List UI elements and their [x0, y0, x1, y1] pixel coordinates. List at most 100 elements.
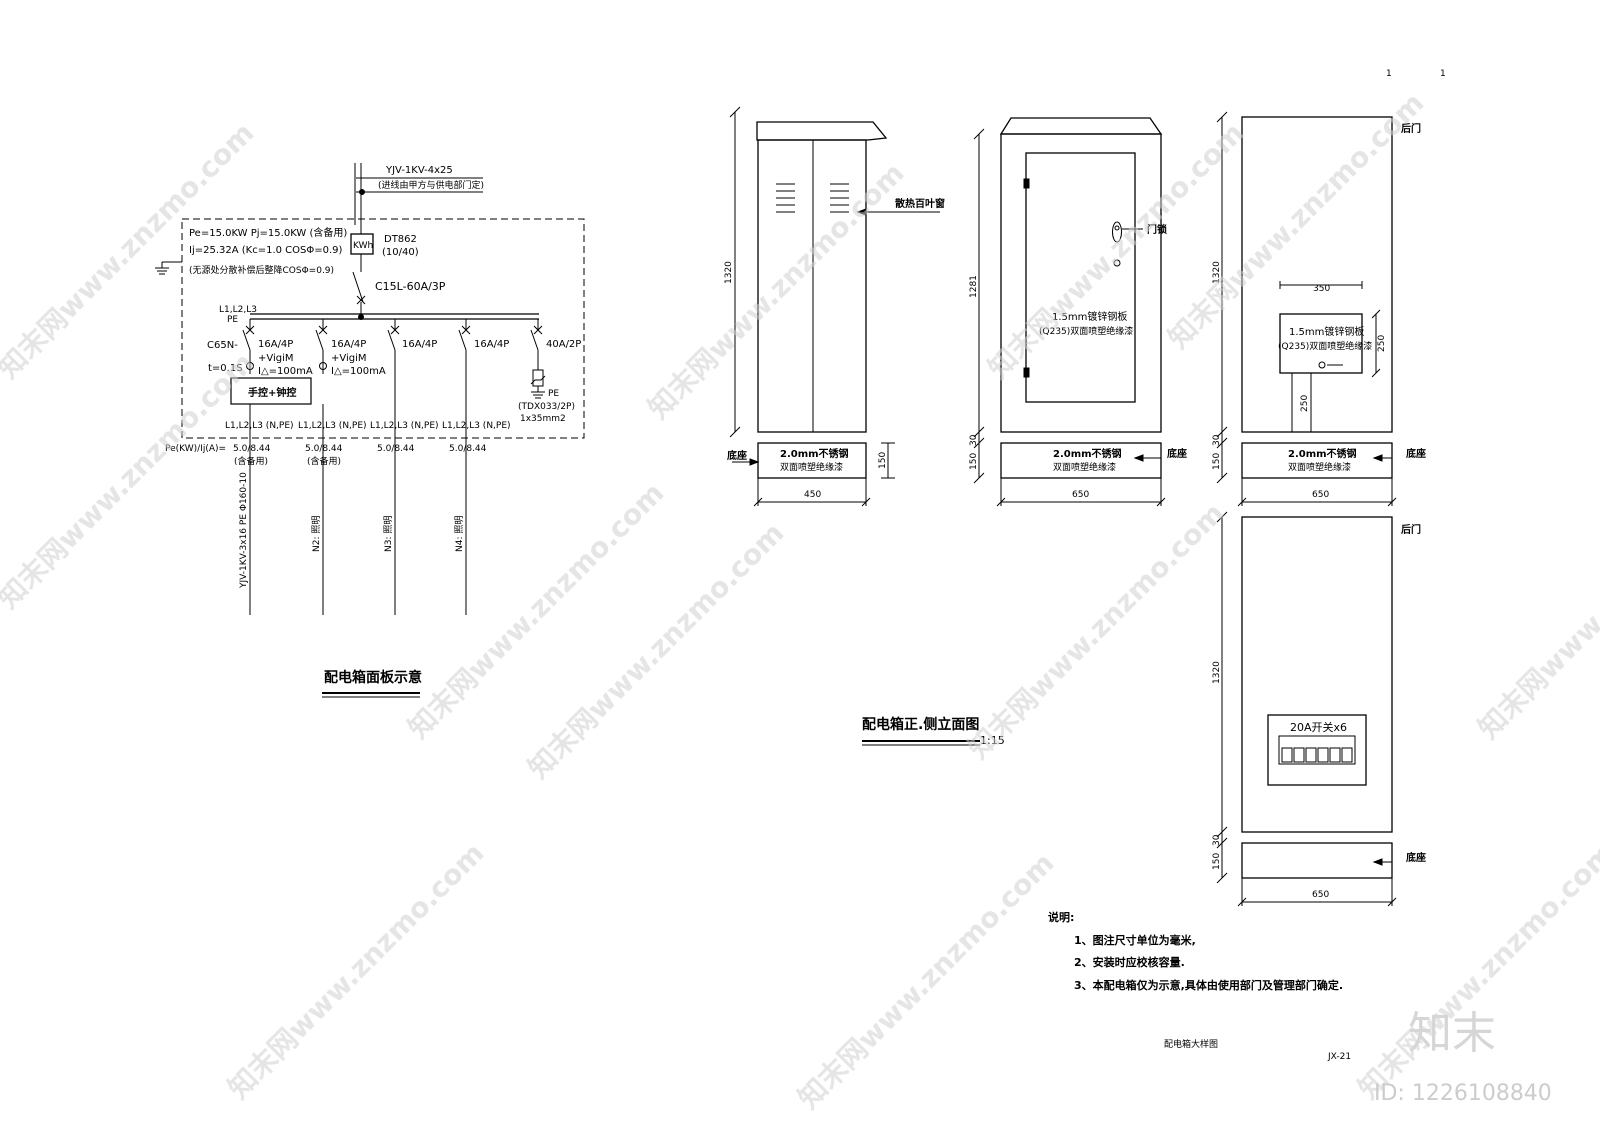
louver-label: 散热百叶窗	[895, 197, 945, 210]
panel-diagram-title: 配电箱面板示意	[324, 669, 422, 686]
door-text-2: (Q235)双面喷塑绝缘漆	[1039, 325, 1133, 337]
delay-label: t=0.1S	[208, 363, 243, 374]
plate-text-1: 1.5mm镀锌钢板	[1289, 325, 1364, 338]
meter-rating: (10/40)	[382, 247, 419, 258]
outgoing-cable-3: N3: 照明	[383, 516, 394, 552]
note-item-3: 3、本配电箱仅为示意,具体由使用部门及管理部门确定.	[1074, 978, 1343, 992]
note-item-2: 2、安装时应校核容量.	[1074, 955, 1185, 969]
front-gap-dim: 30	[969, 434, 979, 446]
branch-breaker-5: 40A/2P	[546, 339, 581, 350]
leakage-1: I△=100mA	[258, 366, 313, 377]
elevation-title-underline	[862, 740, 980, 746]
load-line-2: Ij=25.32A (Kc=1.0 COSΦ=0.9)	[189, 245, 343, 256]
front-height-dim: 1281	[969, 275, 979, 298]
back2-height-dim: 1320	[1212, 661, 1222, 684]
outgoing-cable-1: YJV-1KV-3x16 PE Φ160-10	[239, 472, 249, 589]
back-width-dim: 650	[1312, 490, 1329, 500]
bus-label-top: L1,L2,L3	[219, 305, 257, 315]
watermark-text-7: 知末网www.znzmo.com	[792, 846, 1061, 1115]
vigim-2: +VigiM	[331, 353, 367, 364]
front-base-height: 150	[969, 453, 979, 470]
back-rear-door: 后门	[1401, 122, 1421, 135]
side-height-dim: 1320	[724, 261, 734, 284]
front-base-label: 底座	[1167, 447, 1187, 460]
door-text-1: 1.5mm镀锌钢板	[1052, 310, 1127, 323]
side-base-text-1: 2.0mm不锈钢	[780, 447, 849, 460]
spd-model: (TDX033/2P)	[518, 402, 575, 412]
branch-breaker-2: 16A/4P	[331, 339, 366, 350]
back2-base-height: 150	[1212, 853, 1222, 870]
watermark-text-12: 知末网www.znzmo.com	[1352, 836, 1600, 1105]
watermark-text-9: 知末网www.znzmo.com	[982, 116, 1251, 385]
meter-model: DT862	[384, 234, 417, 245]
back-view	[1216, 111, 1397, 507]
watermark-text-4: 知末网www.znzmo.com	[222, 836, 491, 1105]
back2-width-dim: 650	[1312, 890, 1329, 900]
incoming-note: (进线由甲方与供电部门定)	[378, 179, 484, 191]
branch-phase-2: L1,L2,L3 (N,PE)	[298, 421, 367, 431]
side-base-height: 150	[878, 452, 888, 469]
back-view-2	[1216, 511, 1397, 907]
branch-breaker-1: 16A/4P	[258, 339, 293, 350]
drawing-name: 配电箱大样图	[1164, 1038, 1218, 1050]
branch-value-1: 5.0/8.44	[233, 444, 271, 454]
pe-ij-label: Pe(KW)/Ij(A)=	[165, 444, 226, 454]
back-base-text-1: 2.0mm不锈钢	[1288, 447, 1357, 460]
outgoing-cable-4: N4: 照明	[454, 516, 465, 552]
outgoing-cable-2: N2: 照明	[311, 516, 322, 552]
spd-cable: 1x35mm2	[520, 414, 566, 424]
watermark-layer: 知末网www.znzmo.com 知末网www.znzmo.com 知末网www…	[0, 86, 1600, 1115]
lock-label: 门锁	[1147, 223, 1167, 236]
panel-diagram	[155, 163, 585, 698]
side-width-dim: 450	[804, 490, 821, 500]
branch-note-1: (含备用)	[234, 455, 268, 467]
branch-phase-1: L1,L2,L3 (N,PE)	[225, 421, 294, 431]
meter-symbol: KWh	[353, 241, 373, 251]
side-view	[729, 106, 940, 507]
watermark-text-5: 知末网www.znzmo.com	[642, 156, 911, 425]
watermark-text-6: 知末网www.znzmo.com	[522, 516, 791, 785]
plate-height-dim: 250	[1377, 335, 1387, 352]
plate-text-2: (Q235)双面喷塑绝缘漆	[1278, 340, 1372, 352]
watermark-text-8: 知末网www.znzmo.com	[962, 496, 1231, 765]
branch-note-2: (含备用)	[307, 455, 341, 467]
back-height-dim: 1320	[1212, 261, 1222, 284]
back2-base-label: 底座	[1406, 851, 1426, 864]
front-base-text-2: 双面喷塑绝缘漆	[1053, 461, 1116, 473]
elevation-title: 配电箱正.侧立面图	[862, 716, 979, 733]
branch-value-2: 5.0/8.44	[305, 444, 343, 454]
watermark-brand: 知末	[1408, 1008, 1496, 1059]
drawing-number: JX-21	[1327, 1052, 1351, 1062]
front-width-dim: 650	[1072, 490, 1089, 500]
notes-heading: 说明:	[1048, 910, 1074, 924]
watermark-text-3: 知末网www.znzmo.com	[402, 476, 671, 745]
main-breaker: C15L-60A/3P	[375, 280, 446, 293]
note-item-1: 1、图注尺寸单位为毫米,	[1074, 933, 1196, 947]
c65n-label: C65N-	[207, 340, 238, 351]
switch-label: 20A开关x6	[1290, 720, 1347, 734]
branch-value-3: 5.0/8.44	[377, 444, 415, 454]
spd-pe: PE	[548, 389, 559, 399]
side-base-text-2: 双面喷塑绝缘漆	[780, 461, 843, 473]
back2-gap-dim: 30	[1212, 834, 1222, 846]
branch-phase-4: L1,L2,L3 (N,PE)	[442, 421, 511, 431]
page-number-left: 1	[1386, 69, 1392, 79]
front-base-text-1: 2.0mm不锈钢	[1053, 447, 1122, 460]
branch-breaker-3: 16A/4P	[402, 339, 437, 350]
back-base-height: 150	[1212, 453, 1222, 470]
page-number-right: 1	[1440, 69, 1446, 79]
branch-breaker-4: 16A/4P	[474, 339, 509, 350]
back-base-label: 底座	[1406, 447, 1426, 460]
front-view	[973, 117, 1166, 507]
watermark-text-11: 知末网www.znzmo.com	[1472, 476, 1600, 745]
post-height-dim: 250	[1300, 395, 1310, 412]
incoming-cable: YJV-1KV-4x25	[385, 165, 453, 176]
watermark-id: ID: 1226108840	[1374, 1081, 1552, 1106]
bus-label-pe: PE	[227, 315, 238, 325]
control-box-label: 手控+钟控	[248, 386, 296, 399]
vigim-1: +VigiM	[258, 353, 294, 364]
watermark-text-2: 知末网www.znzmo.com	[0, 346, 260, 615]
back2-rear-door: 后门	[1401, 523, 1421, 536]
leakage-2: I△=100mA	[331, 366, 386, 377]
